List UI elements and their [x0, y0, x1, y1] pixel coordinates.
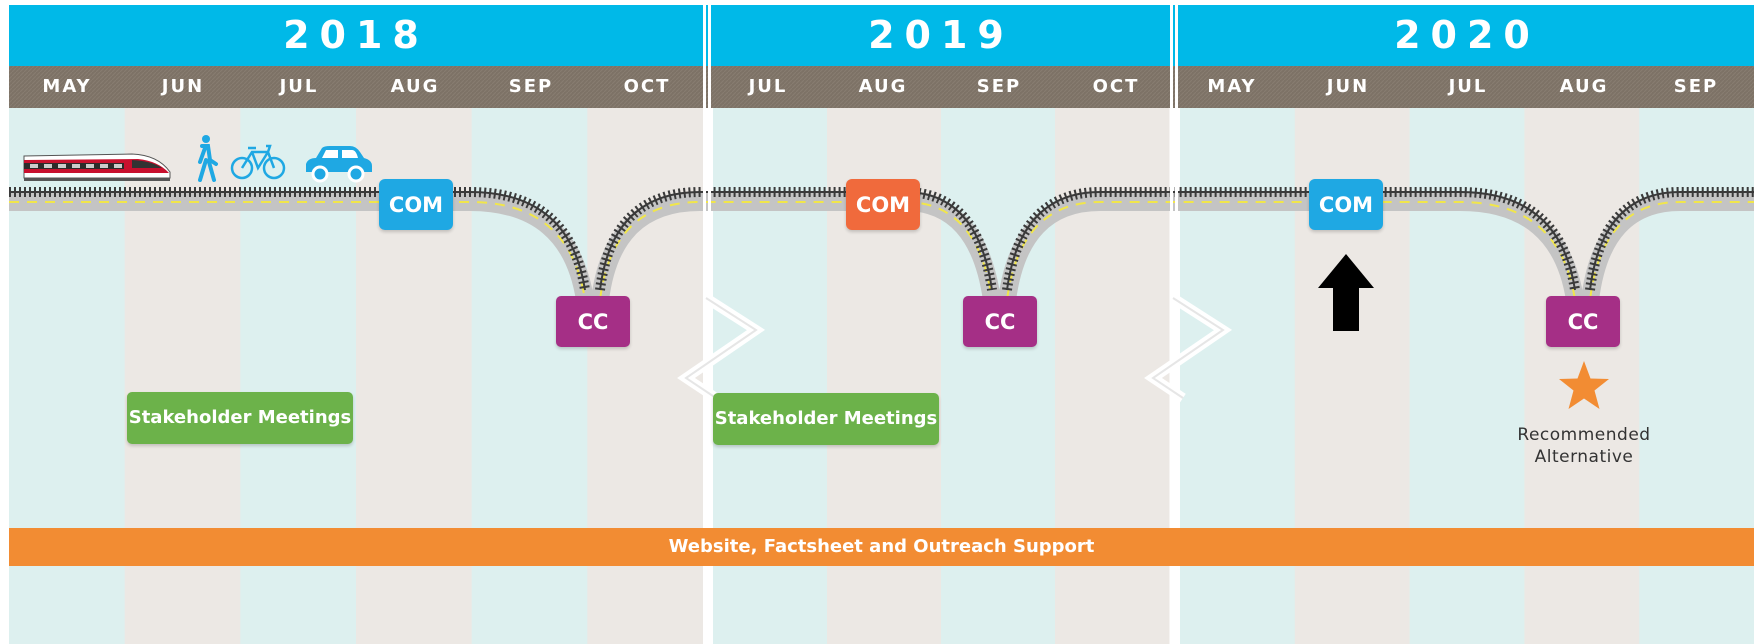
rail-line — [599, 191, 993, 291]
month-label: JUN — [1326, 76, 1370, 97]
stakeholder-meetings-label: Stakeholder Meetings — [127, 392, 353, 444]
month-label: MAY — [1207, 76, 1257, 97]
track-center-line — [1006, 201, 1576, 301]
alternative-line: Alternative — [1534, 447, 1634, 467]
year-divider — [1170, 5, 1173, 644]
com-milestone-badge: COM — [1309, 179, 1383, 230]
zigzag-break-inner — [1151, 297, 1225, 399]
month-label: OCT — [1092, 76, 1140, 97]
year-label-2019: 2019 — [868, 13, 1014, 57]
month-label: AUG — [858, 76, 908, 97]
month-label: MAY — [42, 76, 92, 97]
pedestrian-icon — [198, 135, 218, 182]
outreach-support-band: Website, Factsheet and Outreach Support — [9, 528, 1754, 566]
cc-milestone-badge: CC — [556, 296, 630, 347]
zigzag-break-inner — [684, 297, 758, 399]
track-center-line — [1589, 201, 1754, 301]
year-label-2018: 2018 — [283, 13, 429, 57]
month-label: AUG — [1559, 76, 1609, 97]
year-divider — [1175, 5, 1178, 644]
train-icon — [23, 153, 171, 181]
month-label: SEP — [508, 76, 554, 97]
recommended-alternative-label: Recommended Alternative — [1484, 424, 1684, 468]
com-milestone-badge: COM — [379, 179, 453, 230]
year-divider — [708, 5, 711, 644]
cc-milestone-badge: CC — [963, 296, 1037, 347]
track-bed — [591, 193, 1001, 302]
month-label: OCT — [623, 76, 671, 97]
month-label: JUL — [748, 76, 788, 97]
year-label-2020: 2020 — [1394, 13, 1540, 57]
star-icon — [1559, 361, 1609, 409]
rail-line — [1006, 191, 1576, 291]
rail-line — [1589, 191, 1754, 291]
recommended-line: Recommended — [1517, 425, 1651, 445]
year-divider — [703, 5, 706, 644]
month-label: SEP — [976, 76, 1022, 97]
cc-milestone-badge: CC — [1546, 296, 1620, 347]
car-icon — [306, 146, 372, 183]
year-header-bar — [9, 5, 1754, 66]
month-label: JUN — [161, 76, 205, 97]
month-label: JUL — [279, 76, 319, 97]
rail-line — [9, 191, 586, 291]
com-milestone-badge: COM — [846, 179, 920, 230]
month-label: AUG — [390, 76, 440, 97]
track-center-line — [9, 201, 586, 301]
month-header-bar — [9, 66, 1754, 108]
month-label: JUL — [1448, 76, 1488, 97]
month-label: SEP — [1673, 76, 1719, 97]
stakeholder-meetings-label: Stakeholder Meetings — [713, 393, 939, 445]
up-arrow-icon — [1318, 254, 1374, 331]
bicycle-icon — [230, 144, 286, 180]
